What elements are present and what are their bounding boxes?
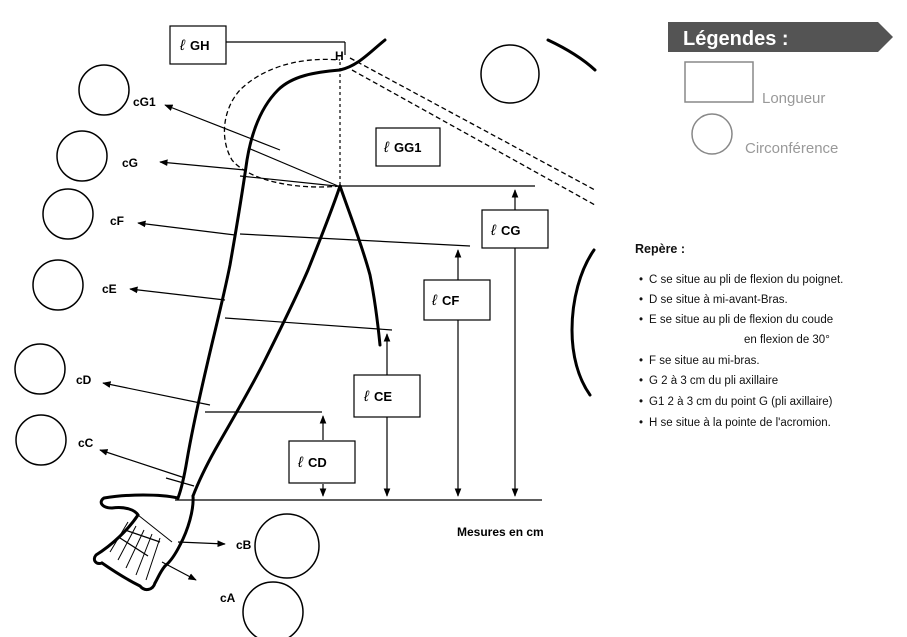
length-label-cf: CF [442,293,459,308]
length-box-ce: ℓ CE [353,374,421,418]
length-symbol: ℓ [490,222,497,239]
circ-label-ca: cA [220,591,236,605]
measurement-lines [119,147,542,557]
landmark-g: G 2 à 3 cm du pli axillaire [649,375,778,387]
landmark-g1: G1 2 à 3 cm du point G (pli axillaire) [649,396,833,408]
legend-banner [668,22,893,52]
bullet: • [639,417,643,429]
legend-title: Légendes : [683,28,789,50]
legend-circle-swatch [691,113,733,155]
landmarks-title: Repère : [635,242,685,256]
landmark-c: C se situe au pli de flexion du poignet. [649,274,843,286]
legend: Légendes : Longueur Circonférence [668,22,893,157]
length-symbol: ℓ [431,292,438,309]
circ-label-cc: cC [78,436,94,450]
arm-silhouette [92,38,387,592]
landmark-h: H se situe à la pointe de l'acromion. [649,417,831,429]
length-label-gg1: GG1 [394,140,421,155]
length-box-cf: ℓ CF [423,279,491,321]
bullet: • [639,355,643,367]
landmark-e-cont: en flexion de 30° [744,334,830,346]
length-box-gh: ℓ GH [169,25,346,65]
circumference-arrows [99,104,281,581]
circ-label-cd: cD [76,373,92,387]
bullet: • [639,294,643,306]
length-symbol: ℓ [297,454,304,471]
landmark-f: F se situe au mi-bras. [649,355,760,367]
length-box-cd: ℓ CD [288,440,356,484]
length-label-gh: GH [190,38,210,53]
circ-label-cg: cG [122,156,138,170]
length-symbol: ℓ [383,139,390,156]
bullet: • [639,375,643,387]
landmarks: Repère : • C se situe au pli de flexion … [635,242,843,429]
legend-rect-swatch [684,61,754,103]
length-symbol: ℓ [179,37,186,54]
bullet: • [639,314,643,326]
landmark-e: E se situe au pli de flexion du coude [649,314,833,326]
circumference-circles [14,44,540,637]
length-symbol: ℓ [363,388,370,405]
units-note: Mesures en cm [457,525,544,539]
landmark-d: D se situe à mi-avant-Bras. [649,294,788,306]
circ-label-cf: cF [110,214,124,228]
strap-dashed-lines [349,57,596,206]
torso-outline [546,38,597,397]
length-box-gg1: ℓ GG1 [375,127,441,167]
legend-label-circumference: Circonférence [745,140,838,157]
bullet: • [639,274,643,286]
circ-label-cb: cB [236,538,252,552]
shoulder-dashed-arc [223,58,341,188]
point-h-label: H [335,49,344,63]
length-label-cd: CD [308,455,327,470]
bullet: • [639,396,643,408]
length-label-ce: CE [374,389,392,404]
legend-label-length: Longueur [762,90,825,107]
circ-label-ce: cE [102,282,117,296]
length-box-cg: ℓ CG [481,209,549,249]
circ-label-cg1: cG1 [133,95,156,109]
length-label-cg: CG [501,223,521,238]
